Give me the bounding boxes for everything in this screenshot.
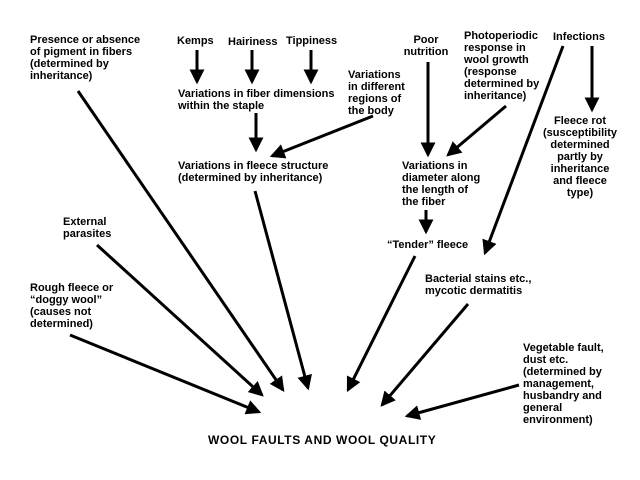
node-tippiness: Tippiness: [286, 35, 338, 47]
arrow-vegetable-fault-to-wool-faults: [404, 383, 520, 420]
node-photoperiodic: Photoperiodic response in wool growth (r…: [464, 30, 540, 102]
arrow-tender-to-wool-faults: [346, 255, 417, 393]
node-external-parasites: External parasites: [63, 216, 112, 240]
node-infections: Infections: [553, 31, 605, 43]
node-bacterial: Bacterial stains etc., mycotic dermatiti…: [425, 273, 532, 297]
diagram-title: WOOL FAULTS AND WOOL QUALITY: [208, 433, 437, 447]
node-fleece-structure: Variations in fleece structure (determin…: [178, 160, 329, 184]
node-body-regions: Variations in different regions of the b…: [348, 69, 405, 117]
arrow-bacterial-to-wool-faults: [380, 303, 470, 407]
node-poor-nutrition: Poor nutrition: [403, 34, 449, 58]
node-fleece-rot: Fleece rot (susceptibility determined pa…: [543, 115, 617, 199]
node-hairiness: Hairiness: [228, 36, 278, 48]
node-pigment: Presence or absence of pigment in fibers…: [30, 34, 141, 82]
node-fiber-dimensions: Variations in fiber dimensions within th…: [178, 88, 335, 112]
arrow-pigment-to-wool-faults: [76, 90, 285, 392]
arrow-photoperiodic-to-diameter: [446, 104, 507, 157]
arrow-external-parasites-to-wool-faults: [95, 243, 264, 397]
arrow-rough-fleece-to-wool-faults: [69, 333, 262, 415]
node-rough-fleece: Rough fleece or “doggy wool” (causes not…: [30, 282, 114, 330]
node-vegetable-fault: Vegetable fault, dust etc. (determined b…: [523, 342, 604, 426]
node-diameter: Variations in diameter along the length …: [402, 160, 481, 208]
node-kemps: Kemps: [177, 35, 214, 47]
node-tender-fleece: “Tender” fleece: [387, 239, 469, 251]
arrow-fleece-structure-to-wool-faults: [253, 190, 312, 391]
arrow-infections-to-bacterial: [482, 45, 565, 256]
arrow-body-regions-to-fleece-structure: [269, 114, 374, 159]
